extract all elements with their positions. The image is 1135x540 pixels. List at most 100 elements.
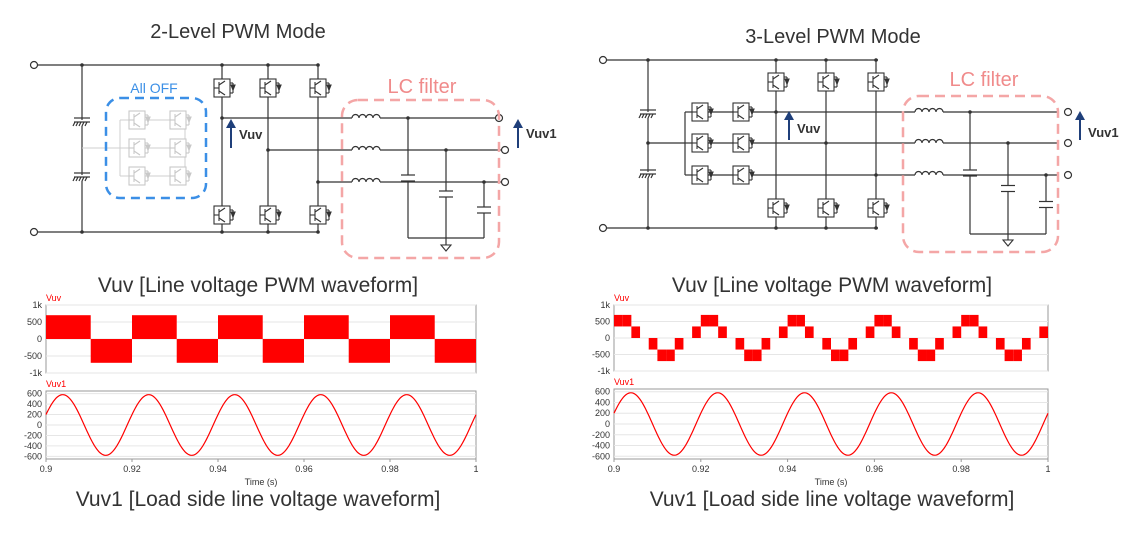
x-tick-label: 1: [1045, 464, 1050, 474]
node: [824, 58, 828, 62]
pwm-step: [865, 326, 875, 338]
pwm-pulse-positive: [132, 315, 177, 339]
pwm-step: [978, 326, 988, 338]
node: [220, 230, 224, 234]
terminal: [1063, 107, 1073, 117]
lc-filter-label: LC filter: [950, 69, 1019, 91]
inductor: [351, 113, 381, 119]
load-caption: Vuv1 [Load side line voltage waveform]: [76, 488, 441, 511]
terminal: [29, 60, 39, 70]
terminal: [598, 55, 608, 65]
y-tick-label: 1k: [32, 300, 42, 310]
pwm-step: [1021, 338, 1031, 350]
node: [266, 230, 270, 234]
x-tick-label: 1: [473, 464, 478, 474]
igbt-switch: [259, 78, 282, 98]
igbt-switch: [309, 78, 332, 98]
pwm-step: [1013, 349, 1022, 362]
igbt-switch: [767, 72, 790, 92]
pwm-step: [969, 314, 979, 327]
lc-filter-box: [901, 94, 1060, 254]
x-tick-label: 0.92: [123, 464, 141, 474]
igbt-switch: [867, 198, 890, 218]
inductor: [914, 107, 944, 113]
x-tick-label: 0.92: [692, 464, 710, 474]
pwm-step: [622, 314, 632, 327]
y-tick-label: -200: [592, 430, 610, 440]
pwm-step: [848, 338, 858, 350]
pwm-step: [796, 314, 805, 327]
series-name: Vuv1: [46, 379, 66, 389]
y-tick-label: 500: [595, 317, 610, 327]
x-tick-label: 0.9: [608, 464, 621, 474]
pwm-step: [631, 326, 641, 338]
circuit-2-level: [29, 60, 510, 252]
x-axis-label: Time (s): [245, 477, 278, 487]
igbt-switch: [128, 166, 151, 186]
pwm-step: [666, 349, 675, 362]
terminal: [1063, 138, 1073, 148]
pwm-step: [961, 314, 970, 327]
pwm-caption: Vuv [Line voltage PWM waveform]: [672, 274, 992, 297]
inductor: [351, 177, 381, 183]
vuv1-arrow: [513, 119, 523, 148]
pwm-step: [648, 338, 658, 350]
pwm-step: [935, 338, 944, 350]
pwm-step: [657, 349, 667, 362]
dc-link-capacitor: [638, 109, 656, 119]
terminal: [500, 145, 510, 155]
lc-filter-label: LC filter: [388, 76, 457, 98]
load-caption: Vuv1 [Load side line voltage waveform]: [650, 488, 1015, 511]
pwm-pulse-negative: [262, 339, 304, 363]
y-tick-label: -200: [24, 430, 42, 440]
node: [824, 226, 828, 230]
igbt-switch: [732, 102, 755, 122]
capacitor: [477, 182, 491, 238]
terminal: [1063, 170, 1073, 180]
igbt-switch: [169, 138, 192, 158]
y-tick-label: -1k: [29, 368, 42, 378]
series-name: Vuv: [46, 293, 62, 303]
ground-symbol: [1001, 239, 1015, 247]
ground-symbol: [439, 244, 453, 252]
mode-title: 3-Level PWM Mode: [745, 26, 921, 48]
node: [874, 58, 878, 62]
y-tick-label: 500: [27, 317, 42, 327]
pwm-pulse-positive: [46, 315, 91, 339]
y-tick-label: 600: [27, 389, 42, 399]
igbt-switch: [817, 72, 840, 92]
y-tick-label: 0: [605, 419, 610, 429]
igbt-switch: [213, 78, 236, 98]
vuv-arrow: [226, 119, 236, 148]
mode-title: 2-Level PWM Mode: [150, 21, 326, 43]
pwm-step: [787, 314, 797, 327]
node: [774, 226, 778, 230]
x-tick-label: 0.94: [209, 464, 227, 474]
inductor: [914, 138, 944, 144]
pwm-step: [718, 326, 727, 338]
pwm-pulse-negative: [348, 339, 390, 363]
capacitor: [439, 150, 453, 238]
y-tick-label: -600: [24, 451, 42, 461]
pwm-step: [995, 338, 1005, 350]
vuv1-sine-line: [45, 394, 477, 456]
pwm-pulse-positive: [304, 315, 349, 339]
igbt-switch: [259, 205, 282, 225]
x-axis-label: Time (s): [815, 477, 848, 487]
pwm-step: [804, 326, 814, 338]
vuv1-sine-line: [613, 392, 1049, 456]
pwm-step: [883, 314, 892, 327]
igbt-switch: [169, 166, 192, 186]
pwm-pulse-negative: [90, 339, 132, 363]
x-tick-label: 0.96: [295, 464, 313, 474]
pwm-caption: Vuv [Line voltage PWM waveform]: [98, 274, 418, 297]
pwm-pulse-negative: [434, 339, 476, 363]
pwm-step: [822, 338, 831, 350]
all-off-label: All OFF: [130, 80, 177, 96]
pwm-step: [917, 349, 927, 362]
node: [316, 63, 320, 67]
panel-3-level: 3-Level PWM Mode LC filter Vuv Vuv1 Vuv …: [592, 26, 1119, 511]
